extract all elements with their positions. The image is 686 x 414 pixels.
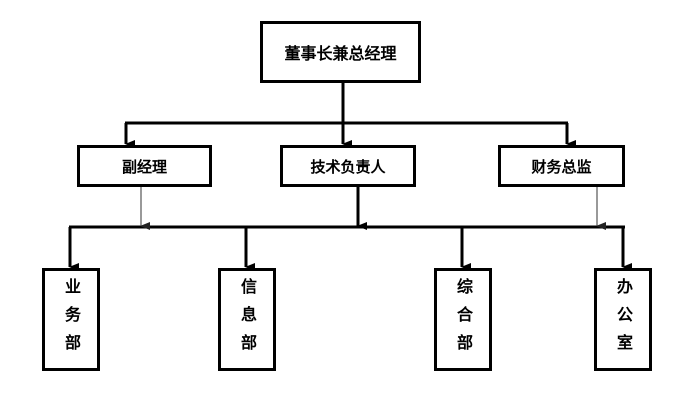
box-chairman-general-manager: 董事长兼总经理	[260, 21, 421, 83]
box-office: 办公室	[594, 268, 652, 371]
box-deputy-manager: 副经理	[77, 145, 212, 187]
box-general-dept: 综合部	[434, 268, 492, 371]
box-info-dept: 信息部	[218, 268, 276, 371]
box-business-dept: 业务部	[42, 268, 100, 371]
box-cfo: 财务总监	[498, 145, 625, 187]
box-tech-lead: 技术负责人	[280, 145, 416, 187]
